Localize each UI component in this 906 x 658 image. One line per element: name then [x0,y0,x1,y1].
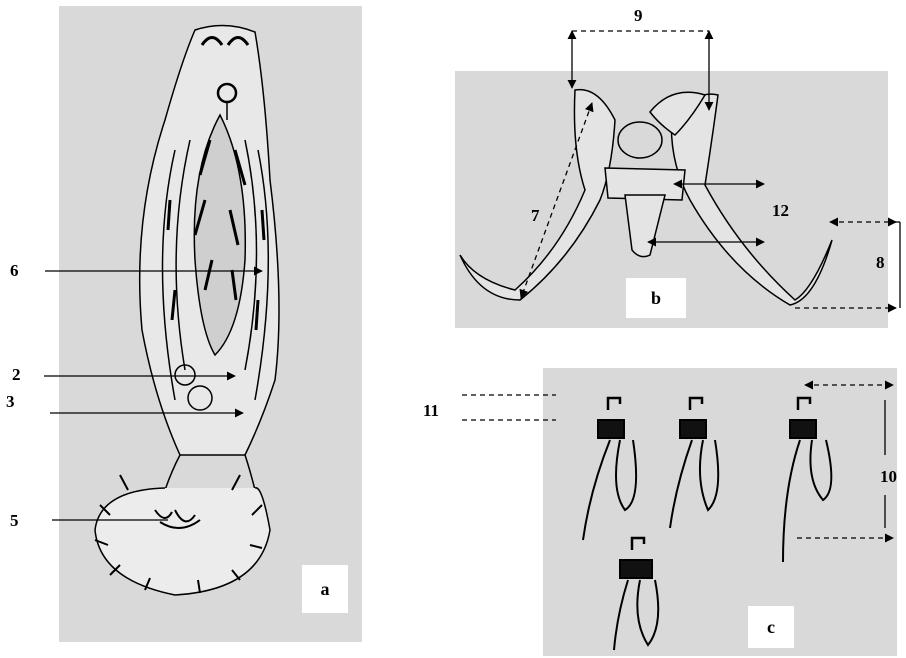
label-3: 3 [6,392,15,412]
label-12: 12 [772,201,789,221]
label-10: 10 [880,467,897,487]
panel-c-tag: c [748,606,794,648]
label-8: 8 [876,253,885,273]
hooklet-1 [583,398,636,540]
leader-lines-b [521,31,900,308]
panel-a-tag: a [302,565,348,613]
label-6: 6 [10,261,19,281]
label-9: 9 [634,6,643,26]
hooklet-4 [614,538,658,650]
hooklet-2 [670,398,718,528]
panel-b-tag: b [626,278,686,318]
leader-lines-c [462,385,893,538]
label-7: 7 [531,206,540,226]
label-2: 2 [12,365,21,385]
worm-body [95,25,279,595]
label-5: 5 [10,511,19,531]
label-11: 11 [423,401,439,421]
anchor-drawing [460,90,832,305]
hooklets [583,398,831,650]
